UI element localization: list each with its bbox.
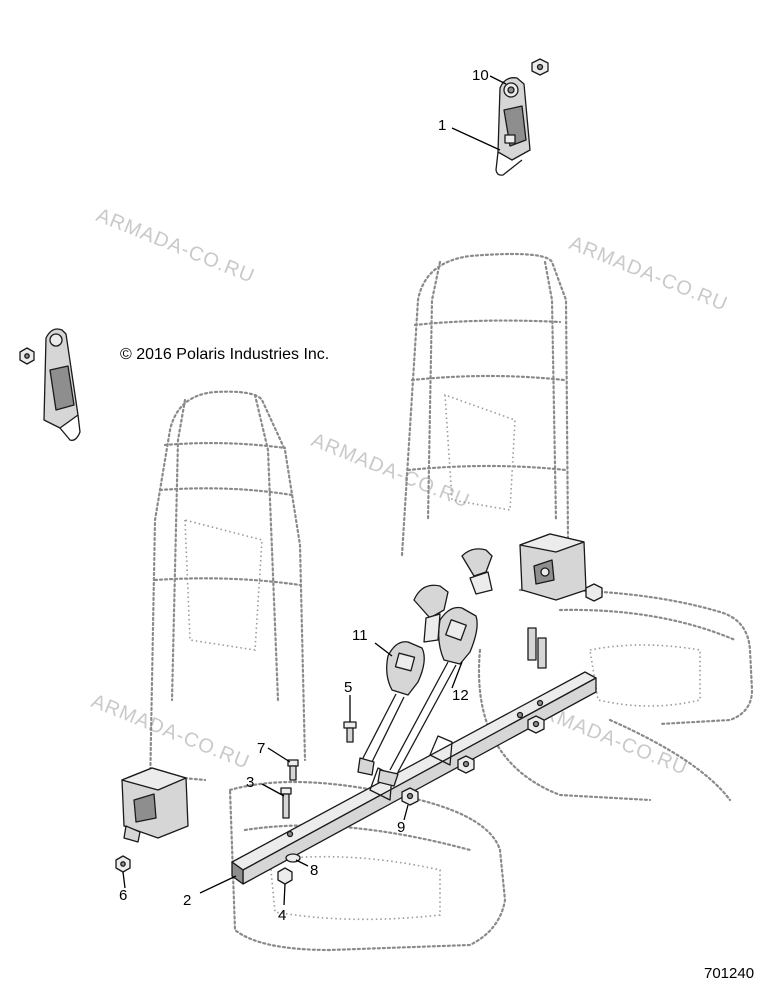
callout-1: 1 — [438, 117, 446, 134]
callout-6: 6 — [119, 887, 127, 904]
nut-4 — [277, 867, 293, 885]
nut-9 — [401, 787, 419, 806]
latch-plate-right — [461, 548, 493, 595]
bolt-7 — [287, 759, 299, 781]
callout-11: 11 — [352, 627, 368, 644]
bolt-5 — [343, 721, 357, 743]
seat-left-ghost — [148, 390, 507, 952]
seat-crossbar — [231, 671, 597, 885]
leader-lines — [122, 75, 507, 906]
document-number: 701240 — [704, 965, 754, 982]
callout-9: 9 — [397, 819, 405, 836]
seat-belt-buckle-11 — [357, 641, 425, 776]
nut-right-bar — [527, 715, 545, 734]
callout-8: 8 — [310, 862, 318, 879]
nut-mid — [457, 755, 475, 774]
watermark-1: ARMADA-CO.RU — [93, 204, 258, 288]
nut-right-retractor — [585, 583, 603, 602]
callout-10: 10 — [472, 67, 489, 84]
latch-plate-left — [413, 584, 449, 643]
callout-5: 5 — [344, 679, 352, 696]
callout-3: 3 — [246, 774, 254, 791]
nut-6 — [115, 855, 131, 873]
nut-left-top — [19, 347, 35, 365]
bolt-3 — [280, 787, 292, 819]
copyright-notice: © 2016 Polaris Industries Inc. — [120, 346, 329, 363]
watermark-3: ARMADA-CO.RU — [308, 429, 473, 513]
upper-belt-retractor — [495, 77, 531, 176]
callout-12: 12 — [452, 687, 469, 704]
watermark-4: ARMADA-CO.RU — [88, 690, 253, 774]
seat-belt-buckle-12 — [377, 606, 478, 787]
lower-retractor-right — [519, 533, 587, 601]
callout-labels: 1 10 2 3 4 5 6 7 8 9 11 12 — [119, 67, 489, 924]
callout-7: 7 — [257, 740, 265, 757]
callout-4: 4 — [278, 907, 286, 924]
bolts-right — [527, 627, 547, 669]
callout-2: 2 — [183, 892, 191, 909]
nut-10 — [531, 58, 549, 76]
watermark-2: ARMADA-CO.RU — [566, 232, 731, 316]
upper-belt-retractor-left — [43, 328, 81, 441]
lower-retractor-left — [121, 767, 189, 843]
